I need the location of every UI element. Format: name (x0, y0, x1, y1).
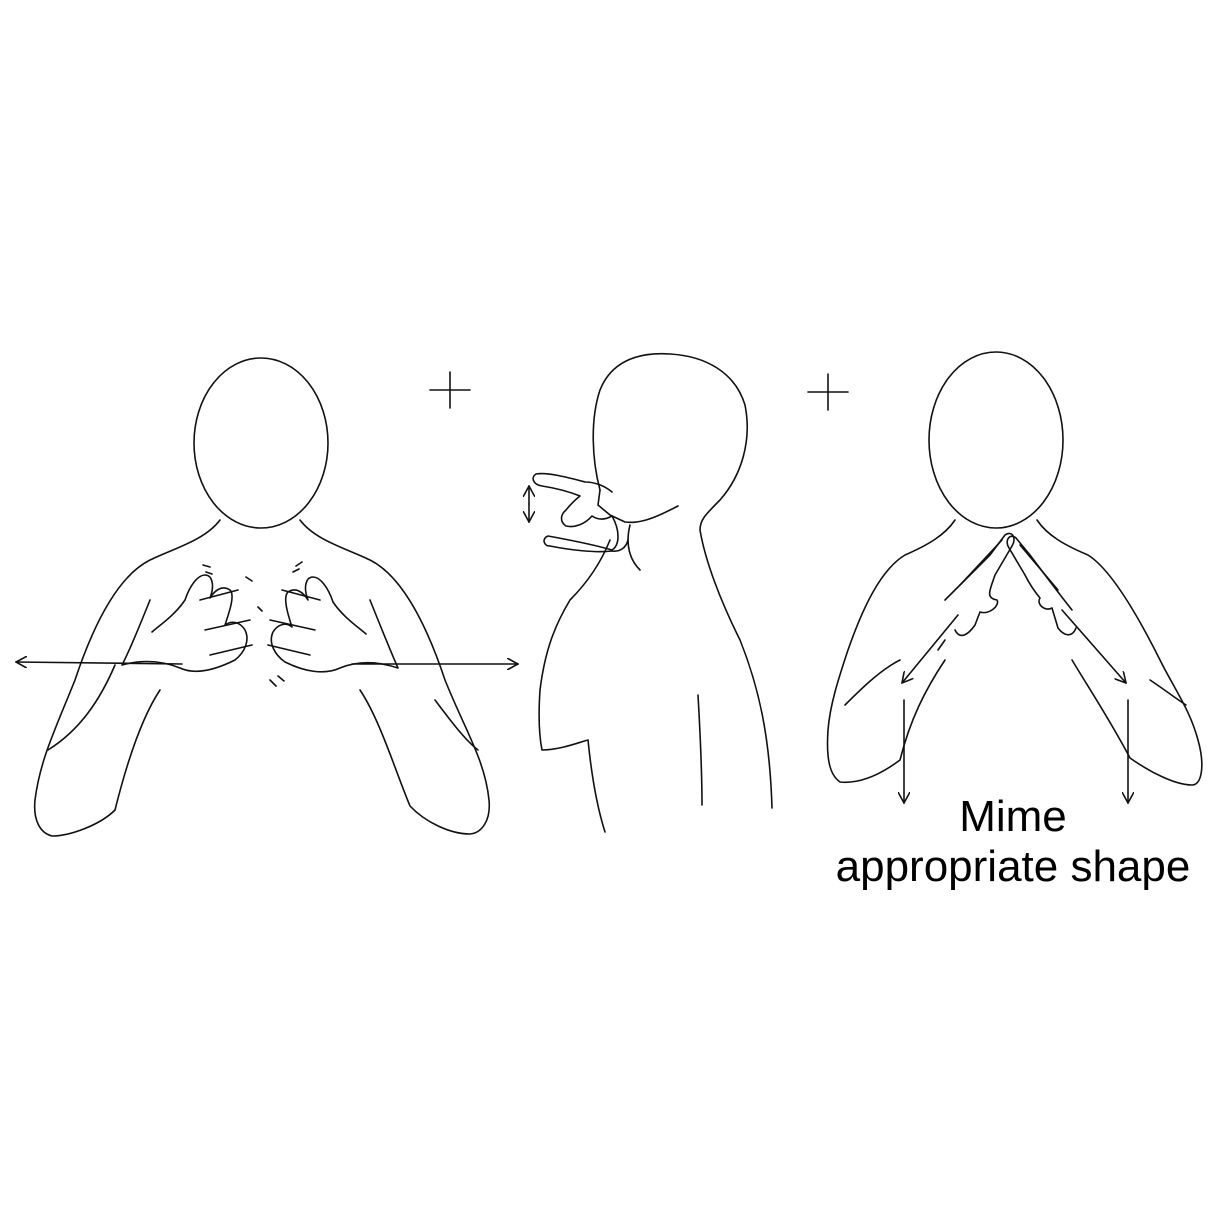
plus-icon (807, 373, 849, 411)
figure-1-front-chest-spread (16, 357, 518, 837)
caption-line-2: appropriate shape (835, 842, 1191, 891)
figure-1-head (193, 357, 329, 529)
figure-2-hand (532, 472, 629, 553)
figure-1-torso (33, 519, 221, 837)
figure-3-torso (826, 519, 956, 784)
figure-3-front-shape (826, 351, 1203, 803)
figure-2-arm (538, 539, 611, 833)
figure-2-side-mouth (529, 352, 773, 833)
caption: Mime appropriate shape (800, 792, 1226, 892)
caption-line-1: Mime (959, 792, 1067, 841)
plus-icon (429, 371, 471, 409)
figure-3-arrow-diag-left (902, 614, 959, 683)
figure-1-arrow-left (16, 662, 183, 664)
figure-3-arrow-diag-right (1061, 609, 1126, 683)
figure-1-left-hand (121, 574, 248, 672)
figure-1-right-hand (270, 576, 399, 673)
figure-3-right-hand (1006, 535, 1077, 636)
figure-2-head (592, 352, 773, 809)
figure-3-left-hand (944, 532, 1015, 637)
figure-3-head (928, 351, 1064, 529)
